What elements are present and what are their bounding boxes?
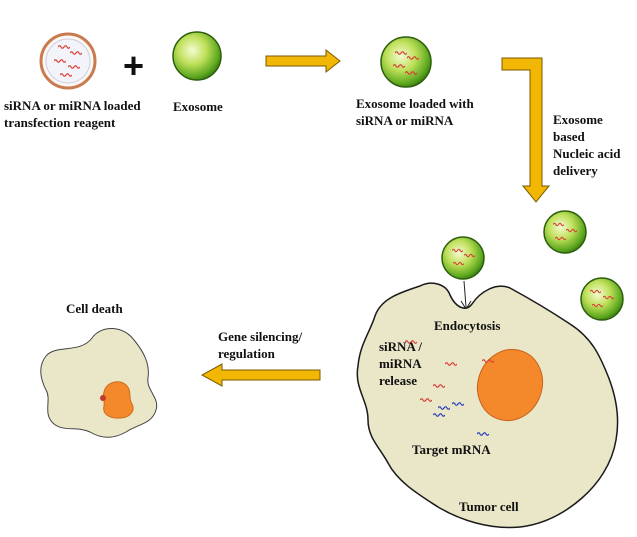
tumor-nucleus xyxy=(477,348,543,422)
label-cell-death: Cell death xyxy=(66,301,123,316)
label-release-line2: miRNA xyxy=(379,356,422,371)
label-release-line3: release xyxy=(379,373,417,388)
label-loaded-line1: Exosome loaded with xyxy=(356,96,475,111)
label-reagent-line1: siRNA or miRNA loaded xyxy=(4,98,141,113)
dying-nucleus-spot xyxy=(100,395,106,401)
exosome-floating-2 xyxy=(543,210,587,254)
label-endocytosis: Endocytosis xyxy=(434,318,500,333)
arrow-gene-silencing xyxy=(200,363,321,387)
exosome-loaded xyxy=(380,36,432,88)
plus-sign: + xyxy=(123,45,144,86)
label-tumor-cell: Tumor cell xyxy=(459,499,519,514)
label-silencing-line2: regulation xyxy=(218,346,276,361)
dying-nucleus xyxy=(102,381,134,419)
arrow-delivery xyxy=(501,57,551,203)
dying-cell xyxy=(40,328,158,438)
transfection-reagent xyxy=(39,32,97,90)
label-reagent-line2: transfection reagent xyxy=(4,115,116,130)
label-delivery-line3: Nucleic acid xyxy=(553,146,621,161)
label-delivery-line1: Exosome xyxy=(553,112,603,127)
label-release-line1: siRNA / xyxy=(379,339,422,354)
label-exosome: Exosome xyxy=(173,99,223,114)
arrow-to-loaded xyxy=(265,48,341,74)
label-target-mrna: Target mRNA xyxy=(412,442,491,457)
label-loaded-line2: siRNA or miRNA xyxy=(356,113,454,128)
exosome-floating-1 xyxy=(441,236,485,280)
exosome-floating-3 xyxy=(580,277,624,321)
label-delivery-line2: based xyxy=(553,129,586,144)
endocytosis-arrow xyxy=(460,280,472,310)
label-silencing-line1: Gene silencing/ xyxy=(218,329,303,344)
label-delivery-line4: delivery xyxy=(553,163,598,178)
exosome-empty xyxy=(172,31,222,81)
